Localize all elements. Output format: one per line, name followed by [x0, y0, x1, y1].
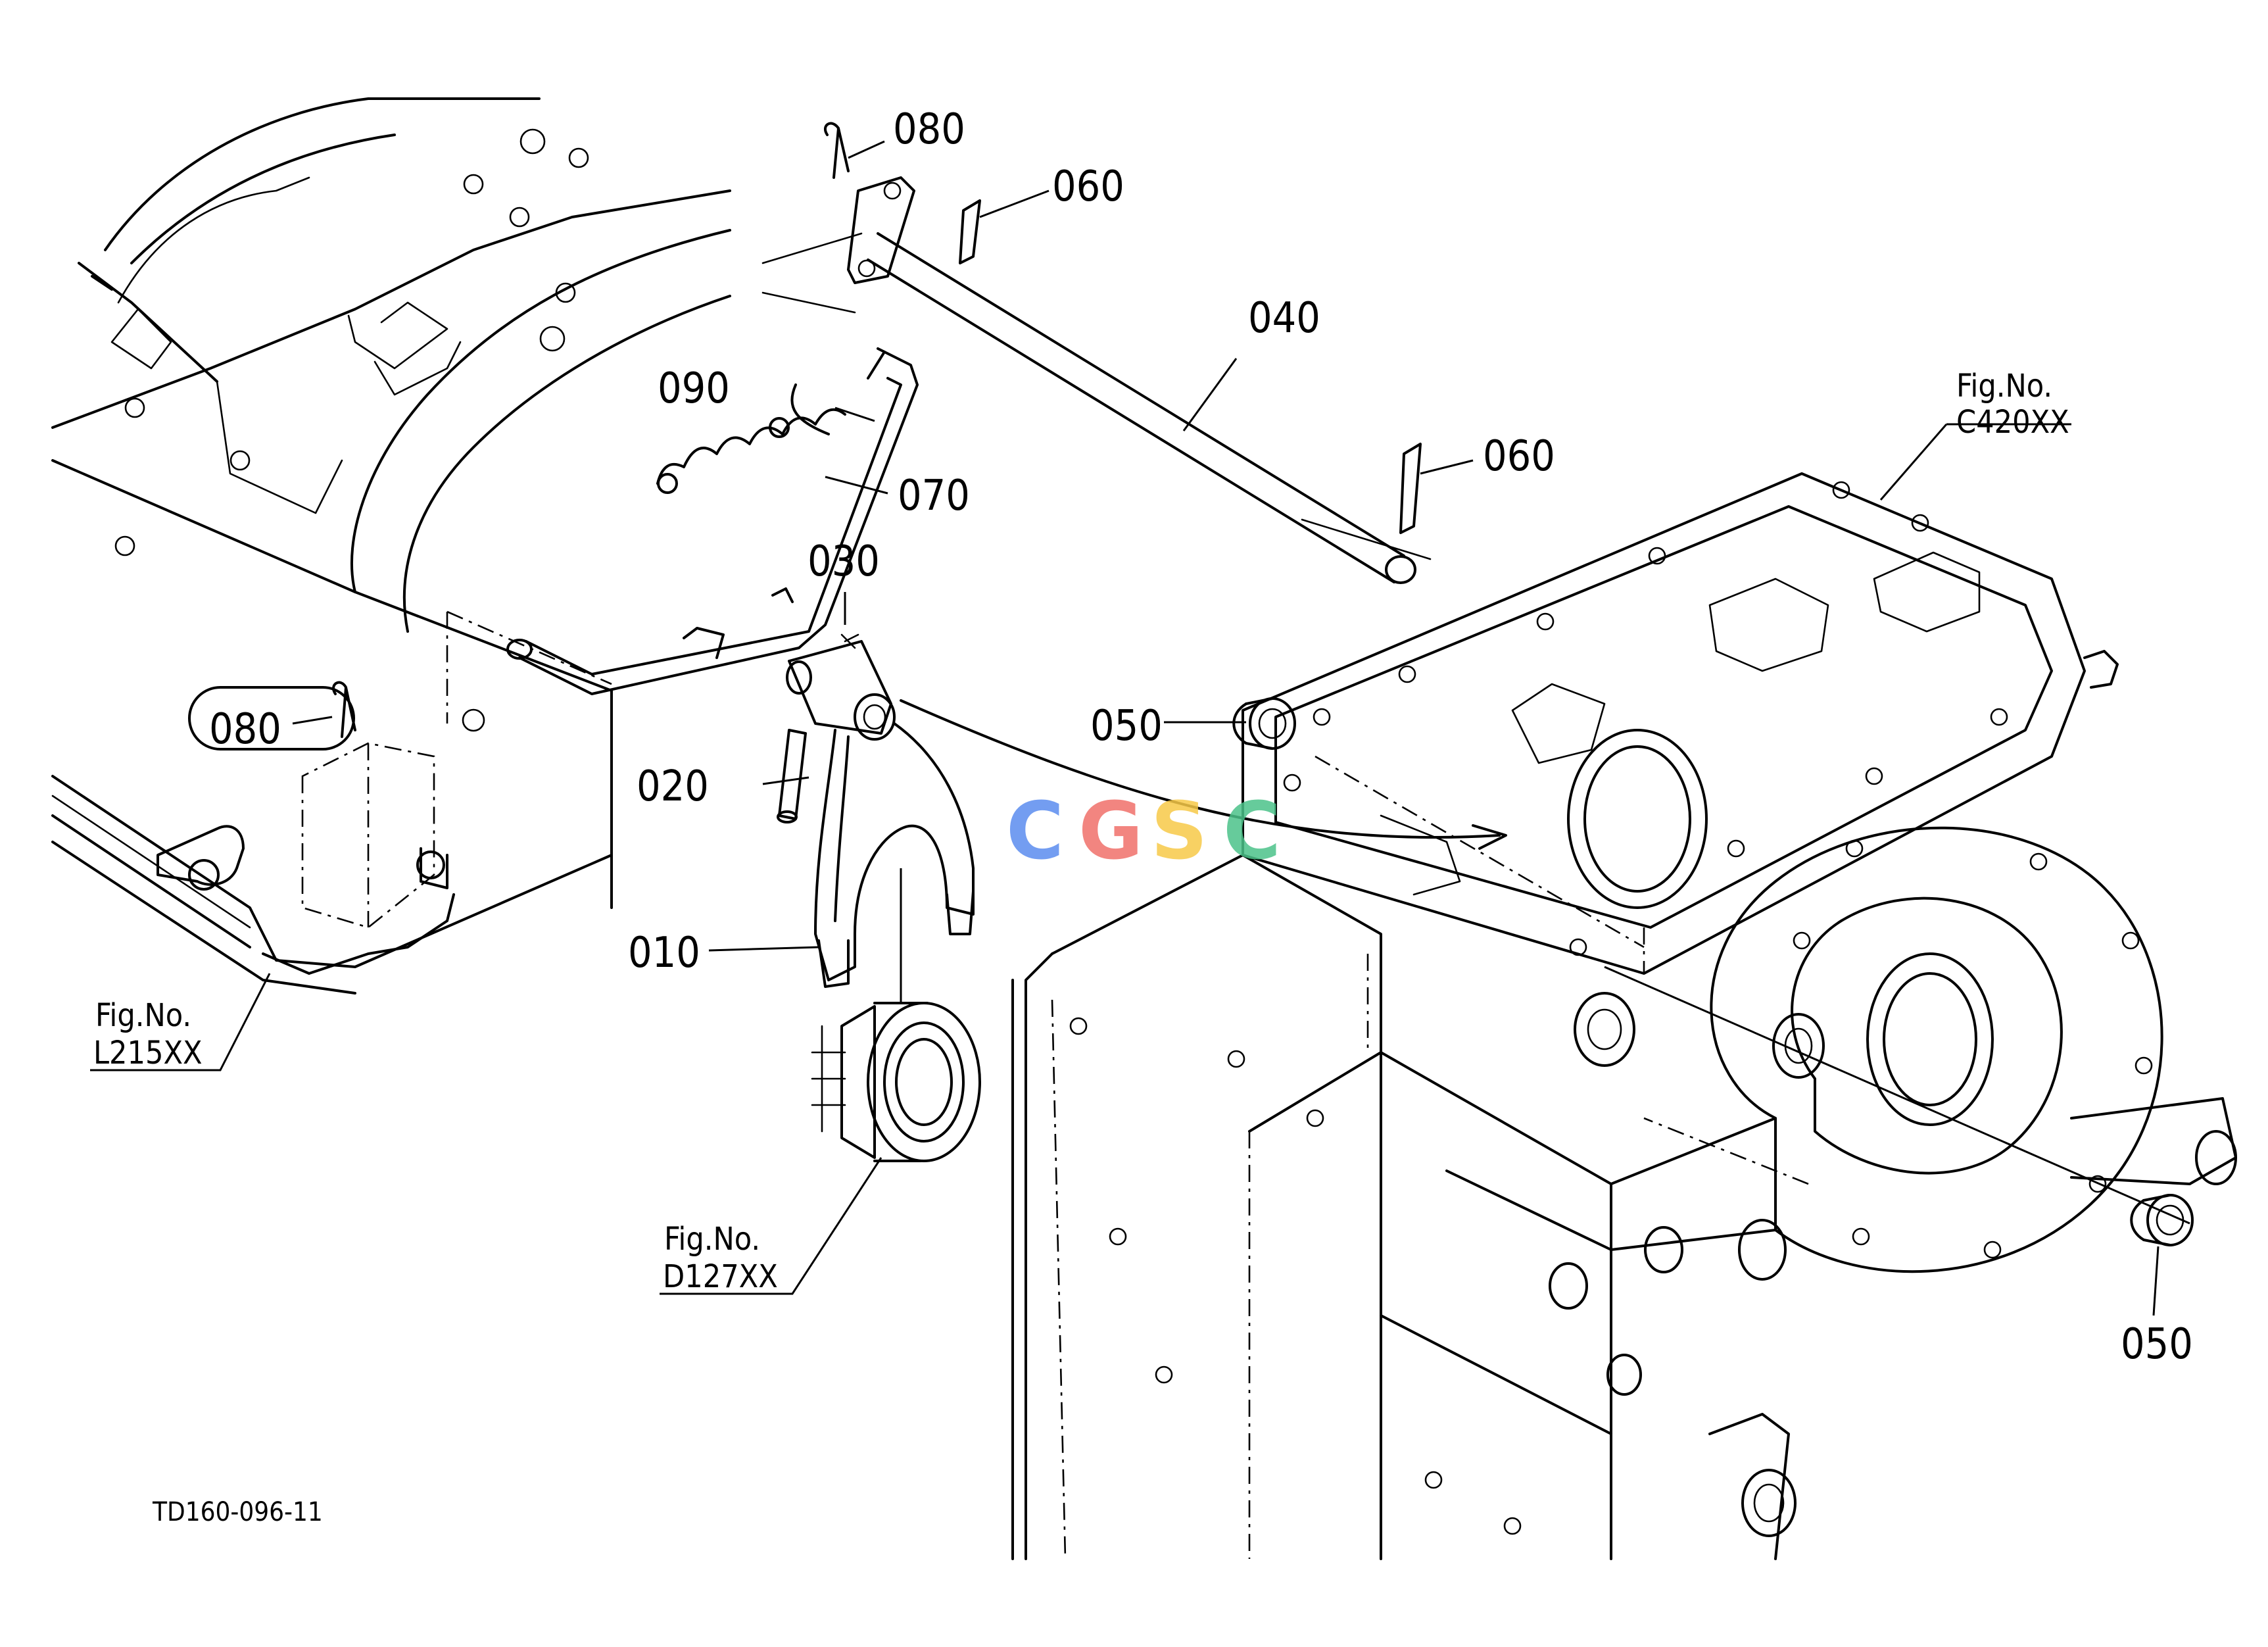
svg-text:G: G: [1078, 786, 1144, 877]
split-pin-080-top: [824, 122, 850, 179]
oil-seal-050-right: [2130, 1194, 2194, 1246]
svg-text:C: C: [1006, 786, 1064, 877]
release-bearing-drawing: [811, 868, 981, 1162]
part-labels: 080 060 040 090 070 060 030 080 050 020 …: [209, 105, 2193, 1369]
leader-lines: [90, 140, 2159, 1316]
split-pin-080-left: [188, 681, 356, 750]
fig-ref-c420-code: C420XX: [1956, 404, 2069, 441]
svg-text:S: S: [1151, 786, 1207, 877]
part-label-010: 010: [628, 929, 700, 977]
fig-ref-l215-code: L215XX: [93, 1035, 203, 1071]
part-label-080-top: 080: [893, 105, 965, 154]
svg-text:C: C: [1223, 786, 1281, 877]
part-label-090: 090: [658, 364, 730, 413]
fig-ref-c420-prefix: Fig.No.: [1956, 368, 2052, 405]
part-label-060-top: 060: [1052, 162, 1124, 211]
clutch-housing-drawing: [51, 97, 731, 995]
part-label-060-right: 060: [1483, 432, 1555, 481]
transmission-case-drawing: [1011, 472, 2237, 1560]
figure-references: Fig.No. C420XX Fig.No. L215XX Fig.No. D1…: [93, 368, 2069, 1295]
part-label-040: 040: [1248, 294, 1320, 343]
part-label-050-mid: 050: [1090, 702, 1163, 750]
part-label-020: 020: [637, 762, 709, 811]
cgsc-watermark-logo: C G S C: [1006, 786, 1281, 877]
fig-ref-d127-prefix: Fig.No.: [664, 1221, 760, 1258]
part-label-030: 030: [808, 537, 880, 586]
part-label-070: 070: [898, 472, 970, 520]
part-label-050-right: 050: [2121, 1320, 2193, 1369]
drawing-code: TD160-096-11: [152, 1497, 323, 1527]
part-label-080-left: 080: [209, 705, 281, 754]
return-spring-090: [656, 383, 846, 494]
shift-rod-040: [761, 176, 1432, 584]
shift-fork-010: [777, 633, 1507, 988]
fig-ref-d127-code: D127XX: [663, 1258, 778, 1295]
shift-lever-070: [506, 347, 919, 695]
oil-seal-050-mid: [1232, 697, 1296, 750]
fig-ref-l215-prefix: Fig.No.: [95, 997, 191, 1034]
